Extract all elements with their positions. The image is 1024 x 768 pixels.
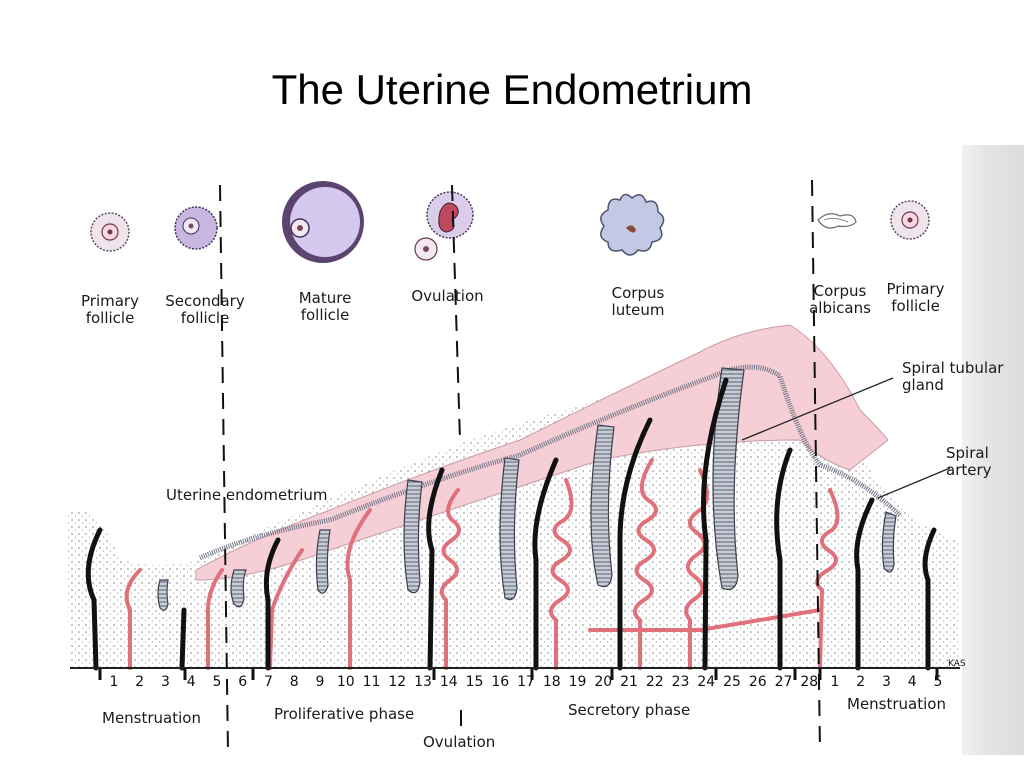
- label-menstruation-2: Menstruation: [847, 695, 946, 713]
- day-number: 19: [568, 674, 587, 690]
- diagram-svg: [66, 179, 960, 753]
- scan-edge: [962, 145, 1024, 755]
- day-number: 2: [856, 674, 866, 690]
- day-number: 5: [933, 674, 943, 690]
- label-menstruation: Menstruation: [102, 709, 201, 727]
- primary-follicle-icon: [90, 212, 130, 252]
- day-number: 21: [620, 674, 638, 690]
- day-number: 4: [907, 674, 917, 690]
- day-number: 16: [491, 674, 510, 690]
- day-number: 14: [439, 674, 458, 690]
- day-number: 9: [315, 674, 325, 690]
- secondary-follicle-icon: [174, 206, 218, 250]
- day-number: 3: [161, 674, 170, 690]
- day-number: 13: [414, 674, 432, 690]
- mature-follicle-icon: [282, 181, 364, 263]
- corpus-luteum-icon: [600, 193, 665, 256]
- day-number: 4: [186, 674, 196, 690]
- label-uterine-endometrium: Uterine endometrium: [166, 486, 328, 504]
- day-number: 17: [517, 674, 535, 690]
- day-number: 27: [774, 674, 793, 690]
- day-number: 24: [697, 674, 716, 690]
- day-number: 3: [882, 674, 891, 690]
- day-number: 28: [800, 674, 819, 690]
- day-number: 20: [594, 674, 613, 690]
- day-number: 5: [212, 674, 222, 690]
- day-number: 11: [362, 674, 381, 690]
- day-number: 18: [542, 674, 561, 690]
- day-number: 25: [723, 674, 741, 690]
- functional-layer: [195, 324, 889, 581]
- primary-follicle-icon-2: [890, 200, 930, 240]
- day-number: 8: [289, 674, 299, 690]
- day-number: 26: [748, 674, 767, 690]
- day-number: 6: [238, 674, 248, 690]
- day-number: 23: [671, 674, 690, 690]
- artist-initials: KAS: [948, 659, 966, 669]
- label-proliferative-phase: Proliferative phase: [274, 705, 415, 723]
- day-number: 2: [135, 674, 145, 690]
- slide-title: The Uterine Endometrium: [271, 66, 753, 113]
- day-number: 7: [264, 674, 273, 690]
- corpus-albicans-icon: [817, 213, 857, 229]
- day-number: 22: [645, 674, 664, 690]
- artery-leader: [877, 467, 951, 499]
- phase-dividers: [219, 179, 821, 753]
- day-number: 10: [336, 674, 355, 690]
- label-secretory-phase: Secretory phase: [568, 701, 691, 719]
- day-number: 1: [830, 674, 840, 690]
- ovulation-icon: [414, 191, 474, 261]
- day-number: 15: [465, 674, 484, 690]
- epithelial-surface: [198, 364, 902, 561]
- day-number: 1: [109, 674, 119, 690]
- gland-leader: [741, 377, 894, 441]
- veins: [85, 377, 937, 671]
- day-ticks: [98, 668, 939, 680]
- label-ovulation-stage: Ovulation: [411, 287, 484, 305]
- spiral-tubular-glands: [157, 367, 897, 611]
- label-ovulation-day: Ovulation: [423, 733, 496, 751]
- day-number: 12: [388, 674, 407, 690]
